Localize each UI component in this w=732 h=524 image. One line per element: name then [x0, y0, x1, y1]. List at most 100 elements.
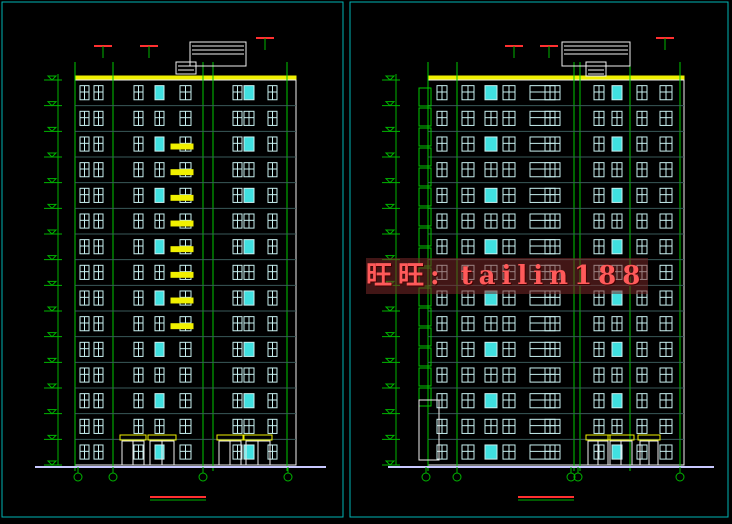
stair-panel	[418, 207, 432, 227]
level-marker	[46, 383, 58, 389]
level-marker	[384, 332, 396, 338]
level-marker	[384, 152, 396, 158]
stair-panel	[418, 127, 432, 147]
entrance-canopy	[243, 434, 273, 441]
level-marker	[46, 203, 58, 210]
left-window	[243, 239, 255, 255]
level-marker	[46, 178, 58, 184]
balcony-rail	[170, 246, 194, 253]
level-marker	[46, 152, 58, 158]
left-window	[243, 85, 255, 101]
stair-panel	[418, 167, 432, 187]
balcony-rail	[170, 323, 194, 330]
level-marker	[46, 332, 58, 338]
right-window	[611, 239, 623, 255]
left-window	[154, 187, 165, 203]
level-marker	[384, 255, 396, 261]
entrance-canopy	[147, 434, 177, 441]
left-window	[154, 85, 165, 101]
level-marker	[384, 434, 396, 441]
balcony-rail	[170, 143, 194, 150]
level-marker	[384, 357, 396, 364]
left-window	[154, 341, 165, 357]
level-marker	[46, 280, 58, 287]
right-window	[484, 187, 498, 203]
roof-structure	[175, 61, 197, 75]
entrance-canopy	[637, 434, 661, 441]
balcony-rail	[170, 220, 194, 227]
balcony-rail	[170, 297, 194, 304]
axis-bubble	[573, 472, 583, 482]
level-marker	[46, 255, 58, 261]
right-window	[484, 393, 498, 409]
level-marker	[384, 229, 396, 235]
roof-structure	[585, 61, 607, 77]
right-window	[484, 85, 498, 101]
axis-bubble	[566, 472, 576, 482]
level-marker	[384, 460, 396, 466]
roof-cornice	[74, 75, 297, 81]
axis-bubble	[108, 472, 118, 482]
entrance-canopy	[585, 434, 611, 441]
balcony-rail	[170, 194, 194, 201]
level-marker	[384, 203, 396, 210]
axis-bubble	[283, 472, 293, 482]
right-window	[611, 341, 623, 357]
left-window	[243, 290, 255, 306]
level-marker	[384, 75, 396, 81]
level-marker	[46, 409, 58, 415]
left-window	[243, 136, 255, 152]
stair-panel	[418, 87, 432, 107]
watermark-text: 旺旺: tailin188	[366, 258, 648, 294]
right-window	[611, 136, 623, 152]
stair-panel	[418, 387, 432, 407]
entrance-canopy	[216, 434, 244, 441]
level-marker	[384, 178, 396, 184]
stair-panel	[418, 227, 432, 247]
balcony-rail	[170, 271, 194, 278]
level-marker	[46, 126, 58, 133]
stair-panel	[418, 107, 432, 127]
left-window	[154, 444, 165, 460]
sheet-frame-right	[349, 1, 729, 518]
roof-structure	[189, 41, 247, 67]
right-window	[484, 341, 498, 357]
level-marker	[46, 306, 58, 312]
right-window	[611, 187, 623, 203]
level-marker	[46, 229, 58, 235]
left-window	[243, 187, 255, 203]
level-marker	[384, 409, 396, 415]
level-marker	[46, 357, 58, 364]
stair-panel	[418, 367, 432, 387]
left-window	[154, 393, 165, 409]
level-marker	[384, 306, 396, 312]
entrance-canopy	[119, 434, 147, 441]
stair-panel	[418, 327, 432, 347]
axis-bubble	[452, 472, 462, 482]
stair-panel	[418, 307, 432, 327]
left-window	[154, 136, 165, 152]
level-marker	[384, 383, 396, 389]
right-window	[484, 239, 498, 255]
level-marker	[46, 75, 58, 81]
sheet-frame-left	[1, 1, 344, 518]
left-window	[243, 393, 255, 409]
balcony-rail	[170, 169, 194, 176]
stair-base	[418, 399, 440, 461]
right-window	[611, 393, 623, 409]
stair-panel	[418, 347, 432, 367]
axis-bubble	[73, 472, 83, 482]
right-window	[611, 444, 623, 460]
left-window	[154, 239, 165, 255]
right-window	[484, 136, 498, 152]
level-marker	[384, 126, 396, 133]
axis-bubble	[421, 472, 431, 482]
roof-cornice	[427, 75, 685, 81]
stair-panel	[418, 147, 432, 167]
left-window	[243, 444, 255, 460]
entrance-canopy	[607, 434, 635, 441]
left-window	[243, 341, 255, 357]
stair-panel	[418, 187, 432, 207]
